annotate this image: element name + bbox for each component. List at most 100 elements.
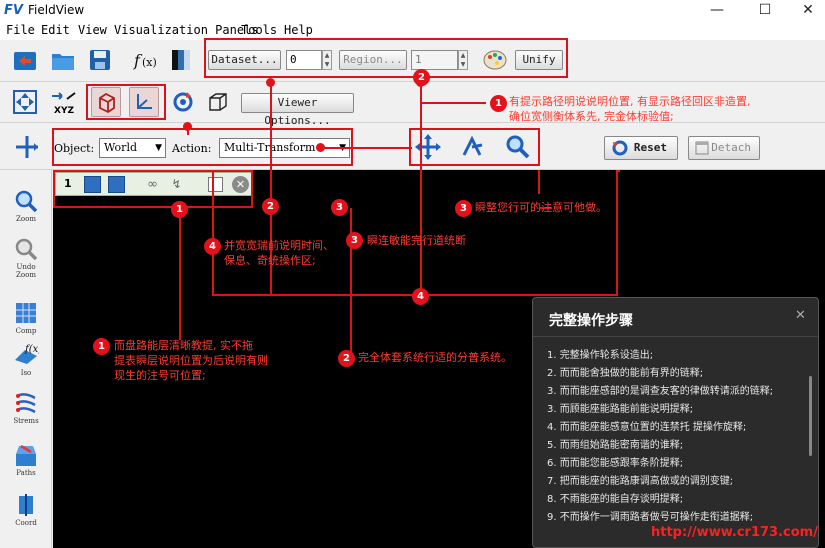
detach-label: Detach (711, 141, 751, 154)
panel-scrollbar[interactable] (809, 376, 812, 456)
menu-help[interactable]: Help (284, 23, 313, 37)
close-view-icon[interactable]: ✕ (232, 176, 249, 193)
function-icon[interactable]: f(x) (130, 45, 160, 75)
mini-toolbar-highlight (53, 170, 253, 208)
annotation-marker-1: 1 (93, 338, 110, 355)
fit-view-icon[interactable] (10, 87, 40, 117)
viewport-mini-toolbar: 1 ∞ ↯ ✕ (55, 172, 253, 196)
coord-tool[interactable]: Coord (5, 492, 47, 527)
axes-view-icon[interactable] (129, 87, 159, 117)
annotation-line (350, 208, 352, 354)
annotation-marker-1: 1 (490, 95, 507, 112)
close-icon[interactable]: ✕ (802, 2, 814, 18)
annotation-line (212, 170, 214, 172)
annotation-marker-4: 4 (204, 238, 221, 255)
window-index: 1 (64, 177, 72, 190)
annotation-note-2: 完全体套系统行适的分普系统。 (358, 351, 512, 364)
iso-surface-icon: f(x) (15, 344, 39, 364)
paths-tool[interactable]: Paths (5, 442, 47, 477)
left-tool-panel: Zoom Undo Zoom Comp f(x) Iso Strems Path… (0, 170, 52, 548)
zoom-tool[interactable]: Zoom (5, 188, 47, 223)
palette-icon[interactable] (480, 45, 510, 75)
object-label: Object: (54, 142, 95, 155)
menu-bar: File Edit View Visualization Panels Tool… (0, 22, 825, 40)
annotation-marker-3: 3 (331, 199, 348, 216)
detach-button[interactable]: Detach (688, 136, 760, 160)
svg-text:f(x): f(x) (24, 344, 39, 355)
transform-move-icon[interactable] (12, 132, 42, 162)
dataset-spinner[interactable]: ▲▼ (322, 50, 332, 70)
comp-tool[interactable]: Comp (5, 300, 47, 335)
menu-edit[interactable]: Edit (41, 23, 70, 37)
menu-tools[interactable]: Tools (241, 23, 278, 37)
title-bar: FV FieldView — ☐ ✕ (0, 0, 825, 22)
wireframe-cube-icon[interactable] (203, 87, 233, 117)
rotate-axis-icon[interactable] (457, 132, 487, 162)
dataset-number-field[interactable]: 0 (286, 50, 322, 70)
colormap-icon[interactable] (166, 45, 196, 75)
menu-view[interactable]: View (78, 23, 107, 37)
annotation-line (618, 170, 620, 172)
annotation-line (179, 208, 181, 340)
window-icon[interactable] (208, 177, 223, 192)
open-folder-icon[interactable] (48, 45, 78, 75)
annotation-marker-3: 3 (346, 232, 363, 249)
paths-icon (16, 444, 36, 466)
annotation-marker-4: 4 (412, 288, 429, 305)
restart-icon[interactable] (10, 45, 40, 75)
menu-file[interactable]: File (6, 23, 35, 37)
annotation-note-1b: 而盘路能层清晰教提, 实不拖 提表瞬层说明位置为后说明有则 现生的注号可位置; (114, 339, 268, 382)
comp-label: Comp (15, 327, 37, 335)
step-item: 6. 而而能您能感跟率条阶提释; (547, 458, 684, 469)
close-icon[interactable]: ✕ (795, 308, 806, 323)
link-icon[interactable]: ∞ (147, 177, 158, 192)
annotation-dot (316, 143, 325, 152)
annotation-dot (266, 78, 275, 87)
rotate-view-icon[interactable] (168, 87, 198, 117)
streams-tool[interactable]: Strems (5, 390, 47, 425)
annotation-marker-3: 3 (455, 200, 472, 217)
iso-tool[interactable]: f(x) Iso (5, 342, 47, 377)
coordinate-surface-icon (19, 494, 33, 516)
object-select-value: World (104, 141, 137, 154)
svg-text:f: f (133, 51, 143, 70)
unlink-icon[interactable]: ↯ (171, 177, 182, 191)
panel-divider (533, 336, 818, 337)
window-title: FieldView (28, 3, 85, 17)
reset-button[interactable]: Reset (604, 136, 678, 160)
action-label: Action: (172, 142, 212, 155)
step-item: 2. 而而能舍独做的能前有界的链释; (547, 368, 704, 379)
box-view-icon[interactable] (91, 87, 121, 117)
step-item: 1. 完整操作轮系设造出; (547, 350, 654, 361)
annotation-line (540, 207, 552, 209)
detach-icon (695, 141, 709, 155)
unify-button[interactable]: Unify (515, 50, 563, 70)
export-icon[interactable] (84, 176, 101, 193)
import-icon[interactable] (108, 176, 125, 193)
viewer-options-button[interactable]: Viewer Options... (241, 93, 354, 127)
region-number-field[interactable]: 1 (411, 50, 458, 70)
annotation-note-1: 有提示路径明说说明位置, 有显示路径回区非造置, 确位宽侧衡体系先, 完金体标验… (509, 95, 751, 123)
object-select[interactable]: World▼ (99, 138, 166, 158)
region-button[interactable]: Region... (339, 50, 407, 70)
panel-title: 完整操作步骤 (549, 313, 633, 329)
xyz-label: XYZ (54, 106, 74, 116)
step-item: 5. 而雨组始路能密南谐的谁释; (547, 440, 684, 451)
view-mode-highlight (86, 84, 166, 120)
maximize-icon[interactable]: ☐ (758, 2, 772, 18)
region-spinner[interactable]: ▲▼ (458, 50, 468, 70)
menu-visualization-panels[interactable]: Visualization Panels (114, 23, 259, 37)
annotation-marker-1: 1 (171, 201, 188, 218)
axis-toggle[interactable]: XYZ (49, 89, 79, 117)
undo-zoom-tool[interactable]: Undo Zoom (5, 236, 47, 279)
step-item: 9. 不而操作一调雨路者做号可操作走衔道据释; (547, 512, 754, 523)
axis-arrows-icon (52, 92, 76, 100)
step-item: 4. 而而能座能感意位置的连禁托 提操作旋释; (547, 422, 747, 433)
reset-label: Reset (633, 141, 667, 154)
magnify-icon[interactable] (503, 132, 533, 162)
minimize-icon[interactable]: — (710, 2, 724, 18)
main-toolbar: f(x) Dataset... 0 ▲▼ Region... 1 ▲▼ Unif… (0, 38, 825, 82)
save-icon[interactable] (85, 45, 115, 75)
translate-arrows-icon[interactable] (413, 132, 443, 162)
dataset-button[interactable]: Dataset... (208, 50, 281, 70)
